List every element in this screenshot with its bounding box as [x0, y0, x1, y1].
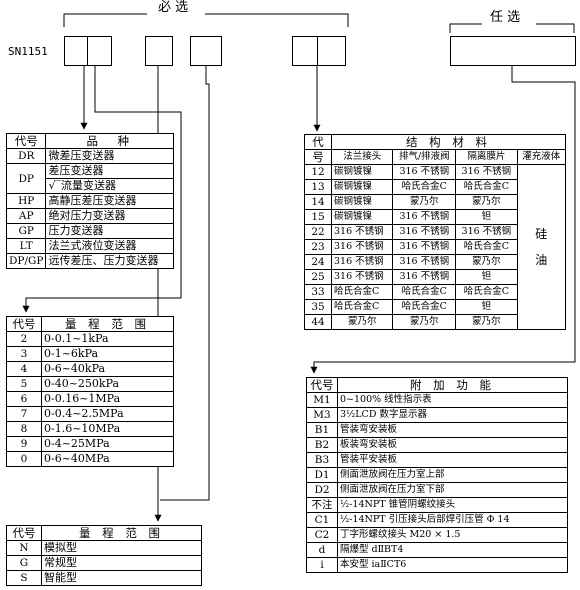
optional-label: 任 选	[490, 10, 521, 25]
table-row: √‾流量变送器	[7, 178, 174, 194]
material-group-header: 结 构 材 料	[331, 134, 566, 150]
material-table: 代 结 构 材 料 号 法兰接头 排气/排液阀 隔离膜片 灌充液体 12 碳钢镀…	[304, 134, 567, 330]
code-box-material	[292, 36, 346, 66]
addon-col-function: 附 加 功 能	[337, 377, 568, 393]
material-col-diaphragm: 隔离膜片	[455, 149, 518, 165]
lead-addon	[310, 65, 576, 374]
product-col-code: 代号	[5, 133, 47, 149]
table-row: DP/GP 远传差压、压力变送器	[5, 253, 174, 269]
product-col-kind: 品 种	[45, 133, 174, 149]
code-box-range	[145, 36, 173, 66]
signal-col-type: 量 程 范 围	[41, 525, 202, 541]
table-row: LT 法兰式液位变送器	[5, 238, 174, 254]
code-box-product	[64, 36, 112, 66]
fill-liquid-cell: 硅 油	[516, 164, 567, 330]
code-box-signal	[190, 36, 222, 66]
range-col-code: 代号	[6, 316, 42, 332]
signal-col-code: 代号	[6, 525, 42, 541]
table-row: DP 差压变送器	[5, 163, 174, 194]
code-box-optional	[450, 36, 576, 66]
table-row: GP 压力变送器	[5, 223, 174, 239]
table-row: DR 微差压变送器	[5, 148, 174, 164]
table-row: AP 绝对压力变送器	[5, 208, 174, 224]
required-label: 必 选	[158, 0, 189, 15]
material-col-flange: 法兰接头	[330, 149, 394, 165]
optional-bracket	[449, 23, 575, 33]
material-col-code: 代	[304, 134, 332, 150]
material-col-valve: 排气/排液阀	[392, 149, 457, 165]
lead-explosion	[160, 65, 210, 501]
model-code: SN1151	[8, 45, 48, 58]
material-col-fill: 灌充液体	[516, 149, 567, 165]
required-bracket	[63, 13, 349, 27]
lead-range	[22, 65, 182, 313]
table-row: 12 碳钢镀镍 316 不锈钢 316 不锈钢 硅 油	[304, 164, 567, 330]
product-table: 代号 品 种 DR 微差压变送器 DP 差压变送器 √‾流量变送器 HP 高静压…	[5, 133, 174, 269]
range-col-range: 量 程 范 围	[41, 316, 174, 332]
table-row: HP 高静压差压变送器	[5, 193, 174, 209]
addon-col-code: 代号	[306, 377, 338, 393]
